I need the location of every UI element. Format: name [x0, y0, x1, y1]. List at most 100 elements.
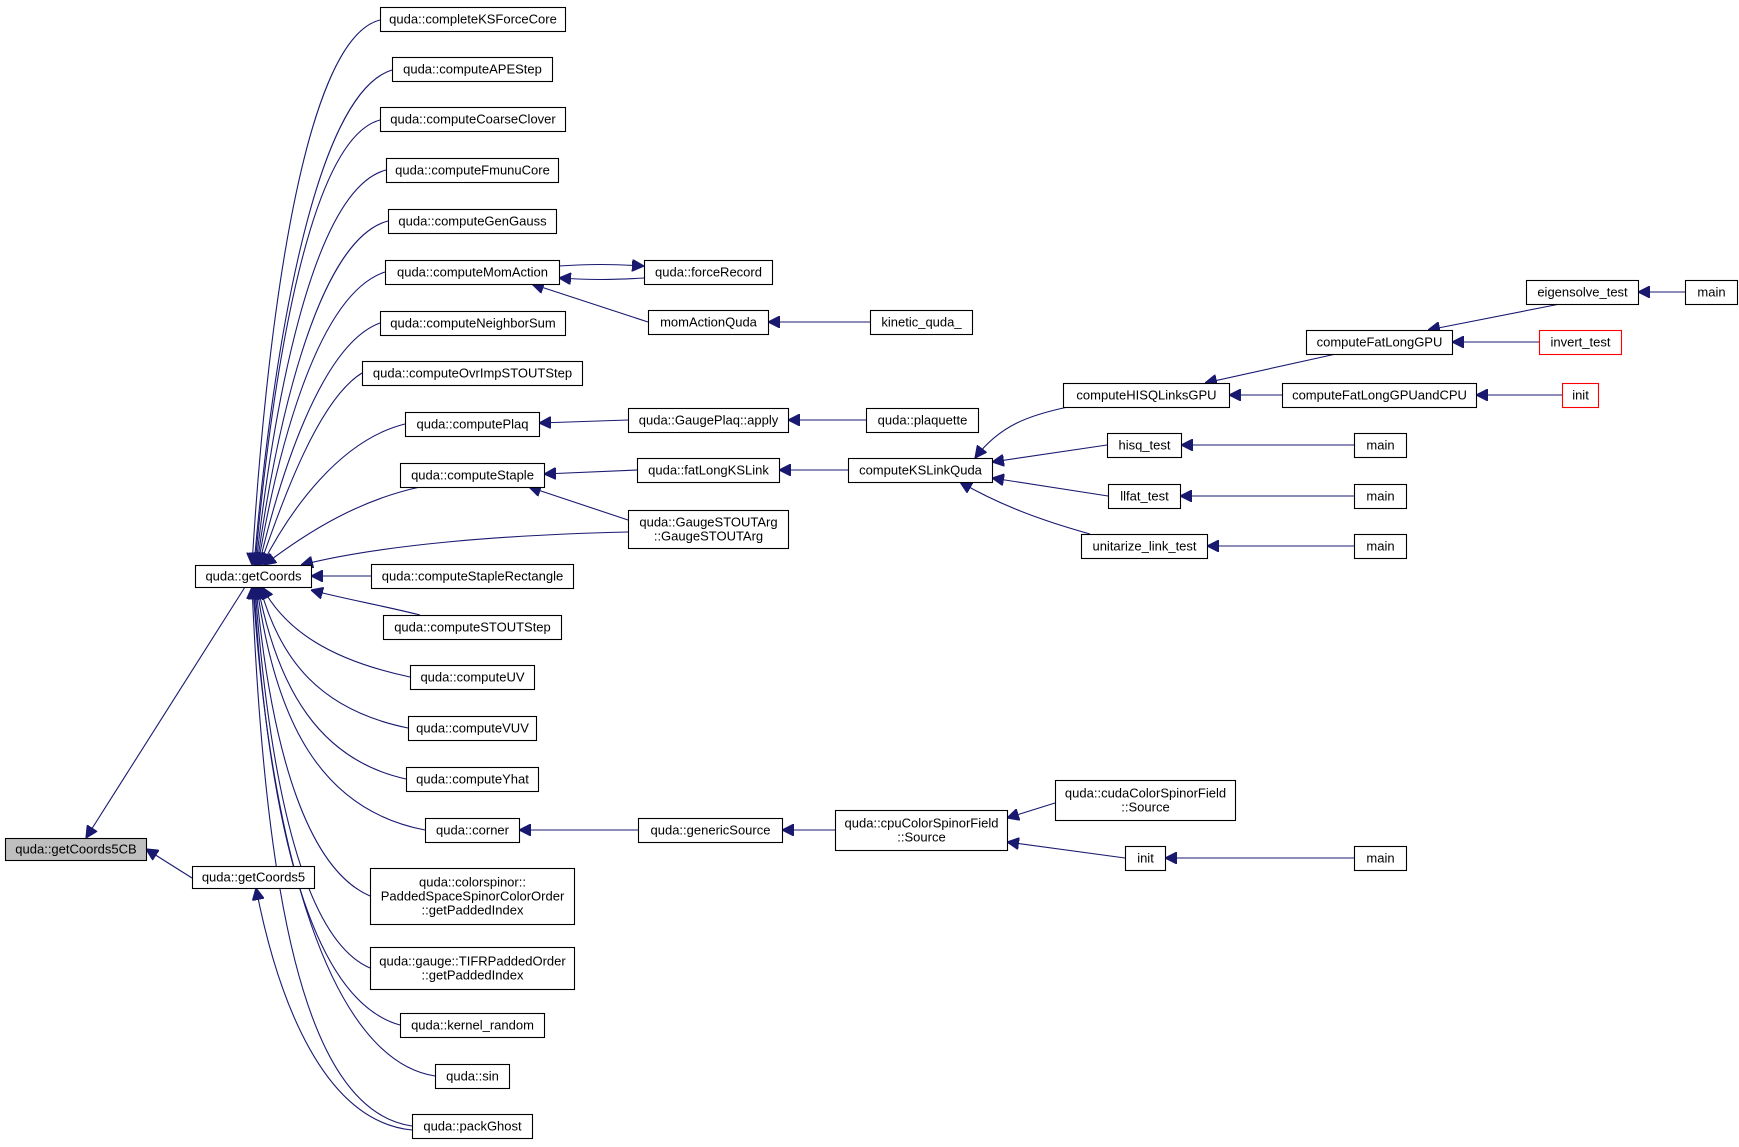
edge-getCoords-computeNeighborSum	[259, 322, 381, 565]
node-computeVUV[interactable]: quda::computeVUV	[407, 715, 538, 742]
node-packGhost[interactable]: quda::packGhost	[411, 1113, 534, 1140]
node-box	[424, 817, 521, 844]
node-label: init	[1572, 388, 1589, 403]
node-label: quda::computeCoarseClover	[390, 112, 556, 127]
edge-computeKSLinkQuda-hisq_test	[992, 444, 1108, 462]
node-label: main	[1697, 285, 1725, 300]
node-forceRecord[interactable]: quda::forceRecord	[643, 259, 774, 286]
node-label: hisq_test	[1118, 438, 1170, 453]
node-label: ::GaugeSTOUTArg	[654, 529, 763, 544]
node-computePlaq[interactable]: quda::computePlaq	[404, 411, 541, 438]
edge-computeMomAction-momActionQuda	[532, 284, 649, 323]
node-label: quda::plaquette	[878, 413, 968, 428]
node-computeFatLongGPUandCPU[interactable]: computeFatLongGPUandCPU	[1281, 382, 1478, 409]
edge-getCoords-sin	[253, 587, 436, 1077]
node-genericSource[interactable]: quda::genericSource	[637, 817, 784, 844]
node-label: computeFatLongGPUandCPU	[1292, 388, 1467, 403]
edge-computeKSLinkQuda-unitarize_link_test	[960, 482, 1091, 535]
node-label: quda::computeNeighborSum	[390, 316, 556, 331]
node-label: quda::fatLongKSLink	[648, 463, 769, 478]
node-computeGenGauss[interactable]: quda::computeGenGauss	[387, 208, 558, 235]
node-GaugeSTOUTArg[interactable]: quda::GaugeSTOUTArg::GaugeSTOUTArg	[627, 509, 790, 550]
node-completeKSForceCore[interactable]: quda::completeKSForceCore	[379, 6, 567, 33]
node-computeAPEStep[interactable]: quda::computeAPEStep	[391, 56, 554, 83]
node-invert_test[interactable]: invert_test	[1538, 329, 1623, 356]
edge-getCoords-computeStaple	[264, 486, 421, 565]
node-computeOvrImpSTOUTStep[interactable]: quda::computeOvrImpSTOUTStep	[361, 360, 584, 387]
node-getCoords5CB[interactable]: quda::getCoords5CB	[4, 837, 148, 862]
node-label: PaddedSpaceSpinorColorOrder	[381, 889, 565, 904]
edge-computeMomAction-forceRecord	[558, 265, 644, 267]
node-getPaddedIndexTIFR[interactable]: quda::gauge::TIFRPaddedOrder::getPaddedI…	[369, 946, 576, 991]
node-llfat_test[interactable]: llfat_test	[1107, 483, 1182, 510]
node-corner[interactable]: quda::corner	[424, 817, 521, 844]
edge-getCoords-computeCoarseClover	[255, 119, 381, 565]
node-cudaSource[interactable]: quda::cudaColorSpinorField::Source	[1054, 779, 1237, 822]
node-box	[379, 6, 567, 33]
edge-computeStaple-fatLongKSLink	[544, 470, 638, 474]
node-cpuSource[interactable]: quda::cpuColorSpinorField::Source	[834, 809, 1009, 852]
node-box	[379, 310, 567, 337]
node-label: ::Source	[897, 830, 945, 845]
node-label: ::Source	[1121, 800, 1169, 815]
node-box	[627, 407, 790, 434]
node-GaugePlaqApply[interactable]: quda::GaugePlaq::apply	[627, 407, 790, 434]
node-computeSTOUTStep[interactable]: quda::computeSTOUTStep	[382, 614, 563, 641]
node-computeCoarseClover[interactable]: quda::computeCoarseClover	[379, 106, 567, 133]
edge-computeFatLongGPU-eigensolve_test	[1428, 303, 1561, 330]
node-label: quda::sin	[446, 1069, 499, 1084]
node-momActionQuda[interactable]: momActionQuda	[647, 309, 770, 336]
node-unitarize_link_test[interactable]: unitarize_link_test	[1080, 533, 1209, 560]
node-main_unitarize[interactable]: main	[1353, 533, 1408, 560]
node-box	[411, 1113, 534, 1140]
node-computeFatLongGPU[interactable]: computeFatLongGPU	[1305, 329, 1454, 356]
node-computeUV[interactable]: quda::computeUV	[409, 664, 536, 691]
node-main_eig[interactable]: main	[1684, 279, 1739, 306]
node-label: main	[1366, 851, 1394, 866]
node-kernel_random[interactable]: quda::kernel_random	[399, 1012, 546, 1039]
node-label: ::getPaddedIndex	[422, 903, 524, 918]
node-box	[1281, 382, 1478, 409]
node-label: computeFatLongGPU	[1317, 335, 1443, 350]
node-label: invert_test	[1551, 335, 1611, 350]
node-box	[1353, 483, 1408, 510]
node-main_llfat[interactable]: main	[1353, 483, 1408, 510]
node-label: quda::computeYhat	[416, 772, 529, 787]
node-label: momActionQuda	[660, 315, 758, 330]
node-eigensolve_test[interactable]: eigensolve_test	[1525, 279, 1640, 306]
node-box	[379, 106, 567, 133]
node-init_cs[interactable]: init	[1124, 845, 1167, 872]
node-label: quda::cudaColorSpinorField	[1065, 786, 1226, 801]
node-label: computeHISQLinksGPU	[1076, 388, 1216, 403]
node-fatLongKSLink[interactable]: quda::fatLongKSLink	[636, 457, 781, 484]
node-plaquette[interactable]: quda::plaquette	[865, 407, 980, 434]
node-label: quda::completeKSForceCore	[389, 12, 557, 27]
node-label: quda::packGhost	[423, 1119, 522, 1134]
node-computeStaple[interactable]: quda::computeStaple	[399, 462, 546, 489]
node-computeYhat[interactable]: quda::computeYhat	[405, 766, 540, 793]
node-computeFmunuCore[interactable]: quda::computeFmunuCore	[385, 157, 560, 184]
node-label: unitarize_link_test	[1092, 539, 1196, 554]
node-label: quda::getCoords5CB	[15, 842, 136, 857]
node-getCoords[interactable]: quda::getCoords	[194, 564, 313, 589]
node-computeKSLinkQuda[interactable]: computeKSLinkQuda	[847, 457, 994, 484]
node-layer: quda::getCoords5CB quda::getCoordsquda::g…	[4, 6, 1739, 1140]
node-init_red[interactable]: init	[1561, 382, 1600, 409]
node-getPaddedIndexCS[interactable]: quda::colorspinor::PaddedSpaceSpinorColo…	[369, 867, 576, 926]
node-box	[643, 259, 774, 286]
node-computeStapleRectangle[interactable]: quda::computeStapleRectangle	[370, 563, 575, 590]
node-kinetic_quda_[interactable]: kinetic_quda_	[869, 309, 974, 336]
node-main_init[interactable]: main	[1353, 845, 1408, 872]
node-box	[869, 309, 974, 336]
node-computeHISQLinksGPU[interactable]: computeHISQLinksGPU	[1062, 382, 1231, 409]
node-main_hisq[interactable]: main	[1353, 432, 1408, 459]
node-box	[369, 867, 576, 926]
node-computeNeighborSum[interactable]: quda::computeNeighborSum	[379, 310, 567, 337]
node-sin[interactable]: quda::sin	[434, 1063, 511, 1090]
edge-getCoords-computeFmunuCore	[256, 169, 387, 565]
node-hisq_test[interactable]: hisq_test	[1106, 432, 1183, 459]
node-box	[4, 837, 148, 862]
node-computeMomAction[interactable]: quda::computeMomAction	[384, 259, 561, 286]
node-getCoords5[interactable]: quda::getCoords5	[191, 865, 316, 890]
